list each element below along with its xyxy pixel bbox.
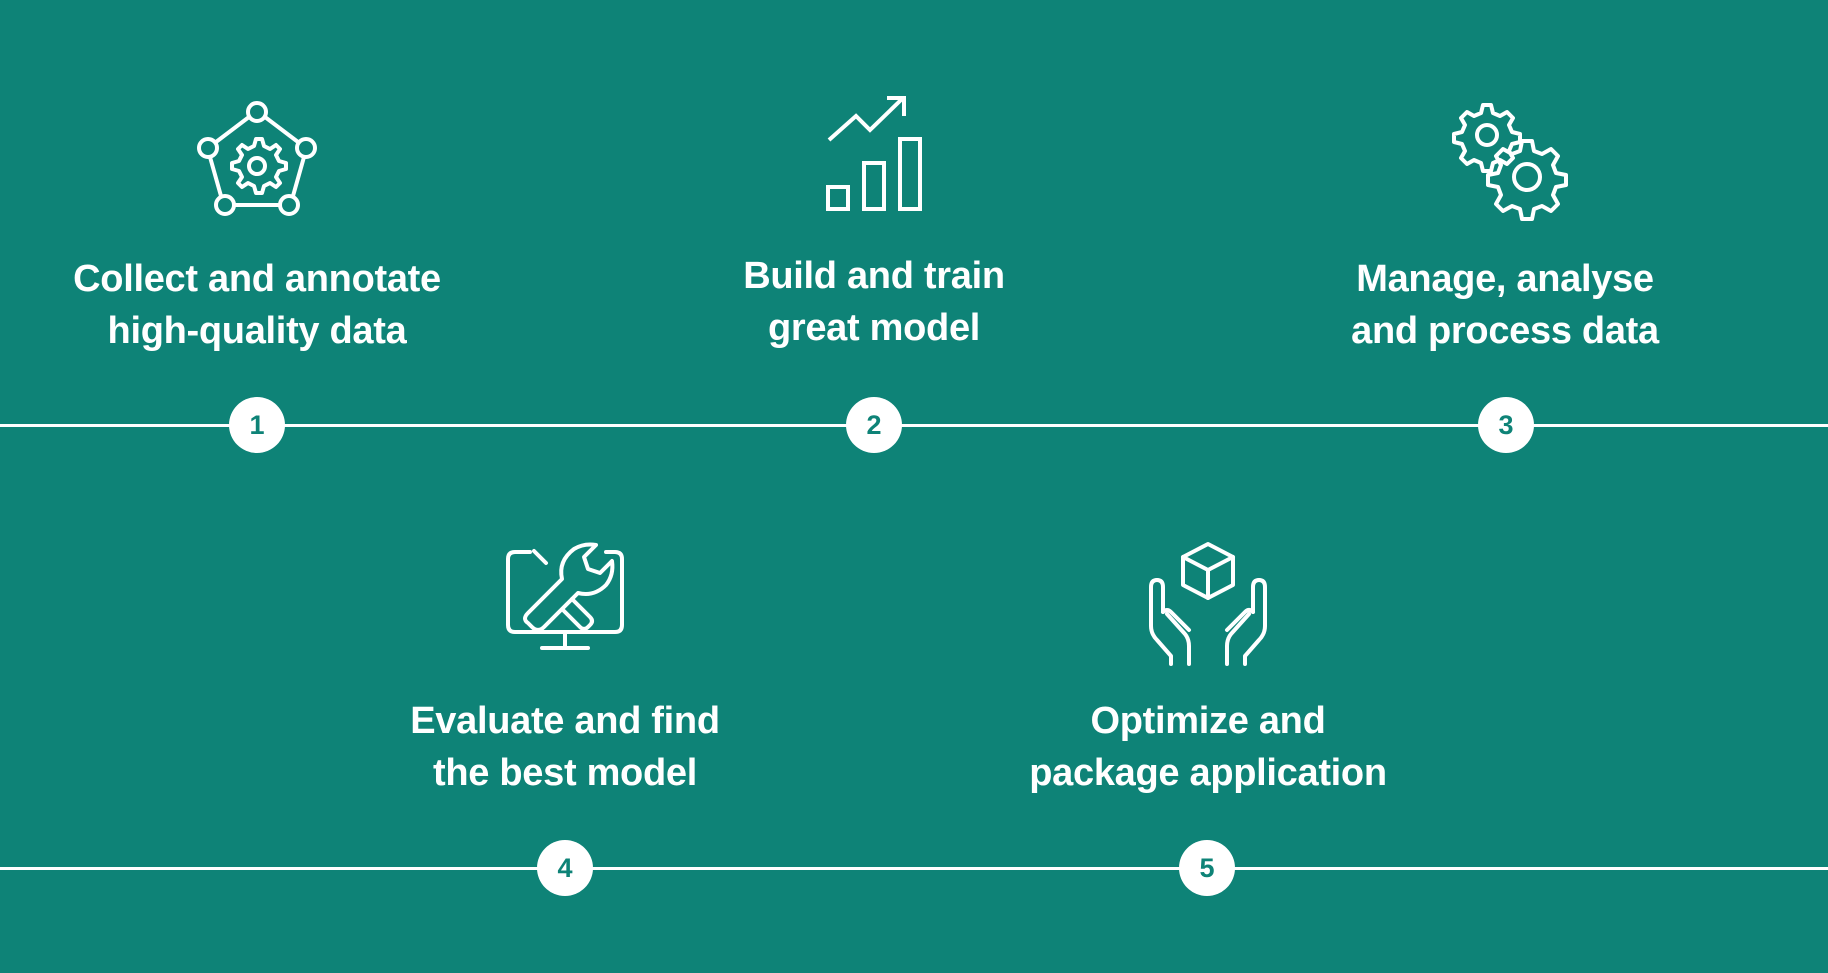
step-1-title-line-1: Collect and annotate [73,258,441,300]
step-5-title-line-2: package application [1029,752,1387,794]
step-2-title: Build and train great model [644,250,1104,354]
step-1-title: Collect and annotate high-quality data [27,253,487,357]
step-3-badge: 3 [1478,397,1534,453]
step-1-badge: 1 [229,397,285,453]
step-4-badge: 4 [537,840,593,896]
gear-network-icon [192,95,322,225]
step-5-title-line-1: Optimize and [1090,700,1326,742]
timeline-line-bottom [0,867,1828,870]
step-3-title-line-1: Manage, analyse [1356,258,1654,300]
timeline-line-top [0,424,1828,427]
gears-icon [1440,97,1570,227]
growth-chart-icon [809,92,939,222]
step-2-badge: 2 [846,397,902,453]
step-3-title: Manage, analyse and process data [1275,253,1735,357]
step-2-title-line-1: Build and train [743,255,1005,297]
step-4-title-line-1: Evaluate and find [410,700,720,742]
step-5-title: Optimize and package application [978,695,1438,799]
step-5-badge: 5 [1179,840,1235,896]
monitor-wrench-icon [500,535,630,665]
step-1-title-line-2: high-quality data [107,310,407,352]
hands-box-icon [1143,540,1273,670]
step-4-title: Evaluate and find the best model [335,695,795,799]
step-2-title-line-2: great model [767,307,981,349]
step-4-title-line-2: the best model [433,752,697,794]
step-3-title-line-2: and process data [1351,310,1659,352]
